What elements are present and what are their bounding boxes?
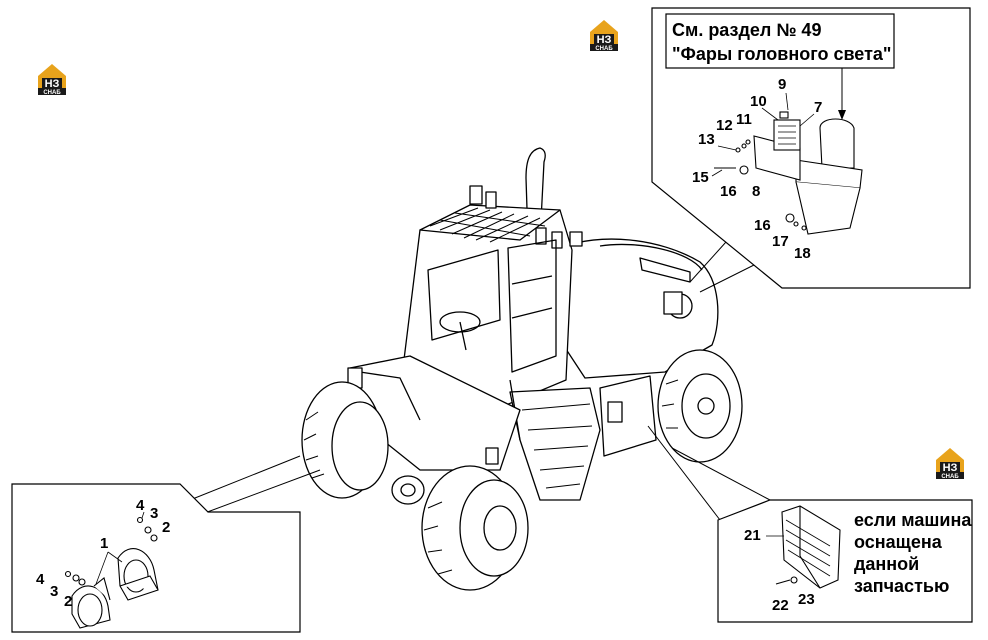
leader-lines xyxy=(179,231,771,521)
optional-part-panel: 21 22 23 если машина оснащена данной зап… xyxy=(717,499,973,623)
headlight-detail-panel: См. раздел № 49 "Фары головного света" xyxy=(651,7,971,289)
callout-22: 22 xyxy=(772,597,789,614)
callout-10: 10 xyxy=(750,93,767,110)
note-line-1: если машина xyxy=(854,510,972,530)
callout-17: 17 xyxy=(772,233,789,250)
tire-front-left xyxy=(301,381,389,499)
svg-text:СНАБ: СНАБ xyxy=(595,46,613,52)
callout-1: 1 xyxy=(100,535,108,552)
callout-12: 12 xyxy=(716,117,733,134)
svg-text:НЗ: НЗ xyxy=(45,78,60,90)
callout-16b: 16 xyxy=(754,217,771,234)
note-line-3: данной xyxy=(854,554,919,574)
logo-watermark: НЗ СНАБ xyxy=(590,20,618,52)
optional-part-callouts: 21 22 23 xyxy=(744,527,815,614)
tire-front-right xyxy=(421,465,529,591)
svg-text:СНАБ: СНАБ xyxy=(43,90,61,96)
callout-4b: 4 xyxy=(36,571,45,588)
callout-3a: 3 xyxy=(150,505,158,522)
callout-3b: 3 xyxy=(50,583,58,600)
horn-assembly xyxy=(64,516,159,629)
svg-text:НЗ: НЗ xyxy=(597,34,612,46)
callout-18: 18 xyxy=(794,245,811,262)
callout-21: 21 xyxy=(744,527,761,544)
callout-8: 8 xyxy=(752,183,760,200)
tire-rear xyxy=(657,349,743,463)
callout-2b: 2 xyxy=(64,593,72,610)
reference-box xyxy=(665,13,895,69)
svg-text:СНАБ: СНАБ xyxy=(941,474,959,480)
headlight-callouts: 9 10 7 11 12 13 15 16 8 16 17 18 xyxy=(692,76,822,262)
callout-11: 11 xyxy=(736,111,752,128)
horn-callouts: 4 3 2 1 4 3 2 xyxy=(36,497,170,610)
optional-part-assembly xyxy=(775,505,841,589)
optional-note: если машина оснащена данной запчастью xyxy=(854,510,972,596)
callout-2a: 2 xyxy=(162,519,170,536)
callout-16a: 16 xyxy=(720,183,737,200)
callout-4a: 4 xyxy=(136,497,145,514)
callout-9: 9 xyxy=(778,76,786,93)
reference-line-1: См. раздел № 49 xyxy=(672,20,821,40)
callout-23: 23 xyxy=(798,591,815,608)
loader-machine xyxy=(347,147,719,505)
logo-watermark: НЗ СНАБ xyxy=(38,64,66,96)
callout-15: 15 xyxy=(692,169,709,186)
horn-detail-panel: 4 3 2 1 4 3 2 xyxy=(11,483,301,633)
callout-7: 7 xyxy=(814,99,822,116)
headlight-assembly xyxy=(714,111,863,235)
svg-text:НЗ: НЗ xyxy=(943,462,958,474)
logo-watermark: НЗ СНАБ xyxy=(936,448,964,480)
callout-13: 13 xyxy=(698,131,715,148)
note-line-2: оснащена xyxy=(854,532,943,552)
note-line-4: запчастью xyxy=(854,576,949,596)
reference-line-2: "Фары головного света" xyxy=(672,44,891,64)
